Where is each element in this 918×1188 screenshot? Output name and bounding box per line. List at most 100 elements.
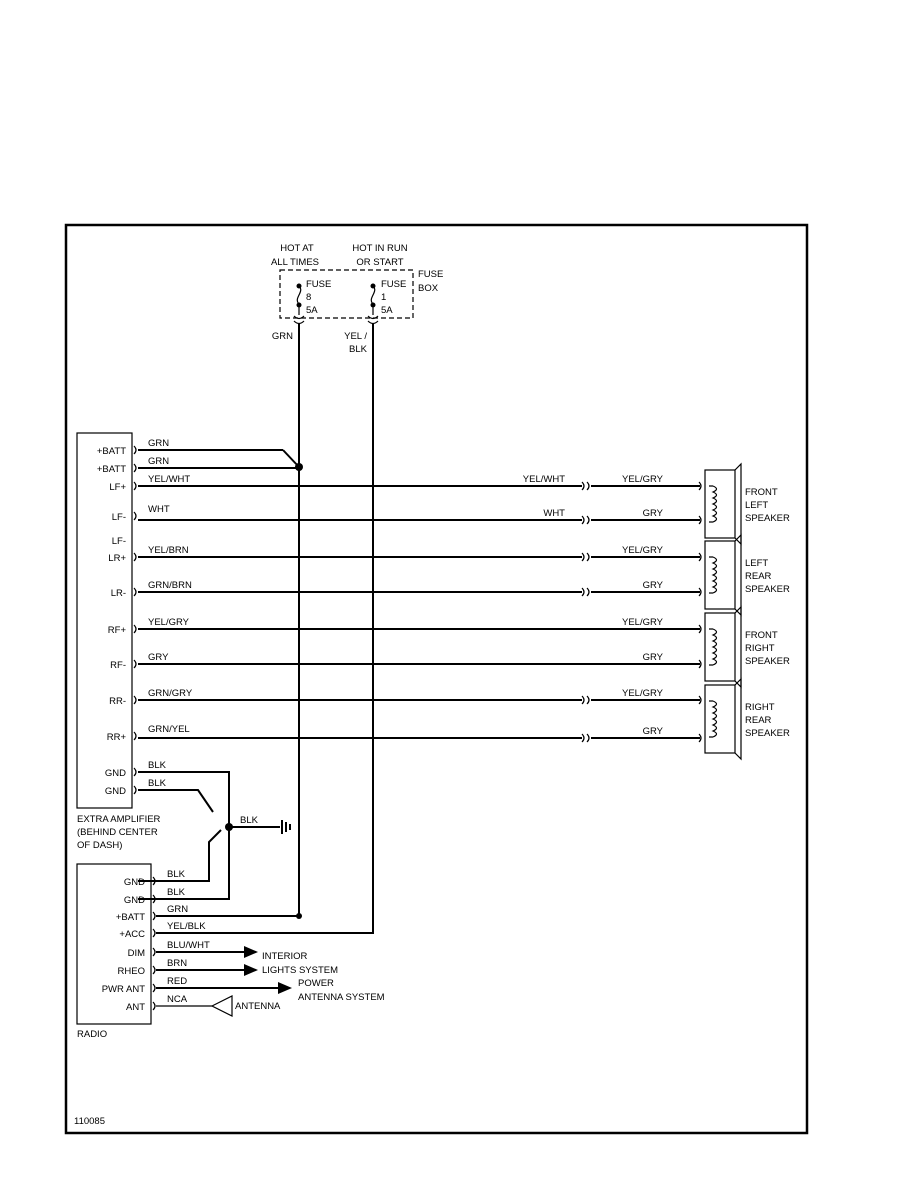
- radio-box: [76, 863, 152, 1025]
- radio-wire-label: BLK: [167, 869, 186, 880]
- connector-icon: [133, 463, 137, 473]
- amplifier-pin-labels: +BATT+BATTLF+LF-LR+LR-RF+RF-RR-RR+GNDGND…: [97, 445, 137, 797]
- inline-connector-icon: [581, 733, 585, 743]
- amplifier-caption-line1: EXTRA AMPLIFIER: [77, 814, 161, 825]
- connector-icon: [133, 481, 137, 491]
- amp-pin-label: GND: [105, 786, 126, 797]
- speaker-label: REAR: [745, 715, 772, 726]
- speaker-wire-end-label: YEL/GRY: [622, 688, 664, 699]
- amp-pin-label: +BATT: [97, 464, 126, 475]
- speaker-coil-icon: [709, 556, 718, 594]
- amp-wire-label: YEL/GRY: [148, 617, 190, 628]
- amp-pin-label: LF+: [109, 482, 126, 493]
- hot-in-run-line1: HOT IN RUN: [352, 243, 407, 254]
- speaker-coil-icon: [709, 628, 718, 666]
- radio-batt-splice: [296, 913, 302, 919]
- speaker-label: RIGHT: [745, 643, 775, 654]
- radio-wire-label: BRN: [167, 958, 187, 969]
- amp-pin-label: RF-: [110, 660, 126, 671]
- interior-lights-line2: LIGHTS SYSTEM: [262, 965, 338, 976]
- speaker-label: SPEAKER: [745, 728, 790, 739]
- connector-icon: [152, 965, 156, 975]
- fuse-1-rating: 5A: [381, 305, 393, 316]
- interior-lights-arrows: INTERIOR LIGHTS SYSTEM: [156, 946, 338, 976]
- figure-id: 110085: [74, 1116, 105, 1127]
- power-antenna-line1: POWER: [298, 978, 334, 989]
- antenna-icon: [210, 995, 233, 1017]
- antenna: ANTENNA: [156, 995, 281, 1017]
- inline-connector-icon: [581, 481, 585, 491]
- radio-pin-label: +BATT: [116, 912, 145, 923]
- fuse-8: FUSE 8 5A: [293, 279, 331, 325]
- radio-pin-label: GND: [124, 895, 145, 906]
- connector-icon: [133, 767, 137, 777]
- speaker-wire-end-label: GRY: [643, 652, 664, 663]
- amp-wire-label: GRN: [148, 456, 169, 467]
- amp-wire-label: YEL/BRN: [148, 545, 189, 556]
- amplifier-caption-line2: (BEHIND CENTER: [77, 827, 158, 838]
- amp-wire-label: GRN/YEL: [148, 724, 190, 735]
- speaker-label: SPEAKER: [745, 513, 790, 524]
- speaker-label: LEFT: [745, 500, 768, 511]
- amp-pin-label: LR-: [111, 588, 126, 599]
- radio-wire-label: RED: [167, 976, 187, 987]
- speaker-wire-runs: YEL/WHT YEL/GRY WHT GRY YEL/GRY GRY YEL/GRY GRY…: [138, 474, 702, 743]
- amp-wire-label: YEL/WHT: [148, 474, 190, 485]
- speaker-label: SPEAKER: [745, 584, 790, 595]
- ground-icon: [281, 820, 291, 834]
- ground-circuit: BLK: [138, 771, 291, 900]
- amp-pin-label: LR+: [108, 553, 126, 564]
- speaker-wire-end-label: YEL/GRY: [622, 545, 664, 556]
- ground-wire-label: BLK: [240, 815, 259, 826]
- speaker-wire-mid-label: YEL/WHT: [523, 474, 565, 485]
- inline-connector-icon: [581, 552, 585, 562]
- speaker-coil-icon: [709, 700, 718, 738]
- connector-icon: [133, 785, 137, 795]
- inline-connector-icon: [581, 587, 585, 597]
- radio-pin-label: +ACC: [119, 929, 145, 940]
- pwr-ant-arrow-icon: [278, 982, 292, 994]
- speaker-wire-end-label: GRY: [643, 508, 664, 519]
- fuse-1-label: FUSE: [381, 279, 406, 290]
- amp-pin-label: LF-: [112, 536, 126, 547]
- antenna-label: ANTENNA: [235, 1001, 281, 1012]
- fuse-1-wire-label-line1: YEL /: [344, 331, 367, 342]
- radio-wire-label: YEL/BLK: [167, 921, 206, 932]
- amplifier-wires: GRNGRNYEL/WHTWHTYEL/BRNGRN/BRNYEL/GRYGRY…: [138, 438, 299, 789]
- fuse-1: FUSE 1 5A: [367, 279, 406, 325]
- radio-wire-label: NCA: [167, 994, 188, 1005]
- connector-icon: [133, 731, 137, 741]
- speaker-label: REAR: [745, 571, 772, 582]
- speaker-label: SPEAKER: [745, 656, 790, 667]
- connector-icon: [152, 894, 156, 904]
- connector-icon: [133, 624, 137, 634]
- fuse-8-wire-label: GRN: [272, 331, 293, 342]
- connector-icon: [133, 587, 137, 597]
- speaker-wire-end-label: GRY: [643, 726, 664, 737]
- connector-icon: [133, 695, 137, 705]
- speaker-1: FRONT LEFT SPEAKER: [704, 462, 790, 546]
- fuse-8-rating: 5A: [306, 305, 318, 316]
- fuse-8-number: 8: [306, 292, 311, 303]
- speaker-wire-end-label: YEL/GRY: [622, 474, 664, 485]
- speaker-label: RIGHT: [745, 702, 775, 713]
- amp-wire-label: GRY: [148, 652, 169, 663]
- fuse-box-outline: [279, 269, 414, 319]
- connector-icon: [133, 552, 137, 562]
- amp-wire-label: GRN/GRY: [148, 688, 193, 699]
- speaker-wire-mid-label: WHT: [543, 508, 565, 519]
- amp-pin-label: RF+: [108, 625, 127, 636]
- speaker-label: FRONT: [745, 487, 778, 498]
- fuse-box: HOT AT ALL TIMES HOT IN RUN OR START FUS…: [271, 243, 443, 355]
- amp-pin-label: +BATT: [97, 446, 126, 457]
- amp-pin-label: RR-: [109, 696, 126, 707]
- radio-pin-label: RHEO: [118, 966, 145, 977]
- connector-icon: [152, 876, 156, 886]
- amp-pin-label: GND: [105, 768, 126, 779]
- radio-wire-label: BLU/WHT: [167, 940, 210, 951]
- diagram-border: [64, 223, 809, 1135]
